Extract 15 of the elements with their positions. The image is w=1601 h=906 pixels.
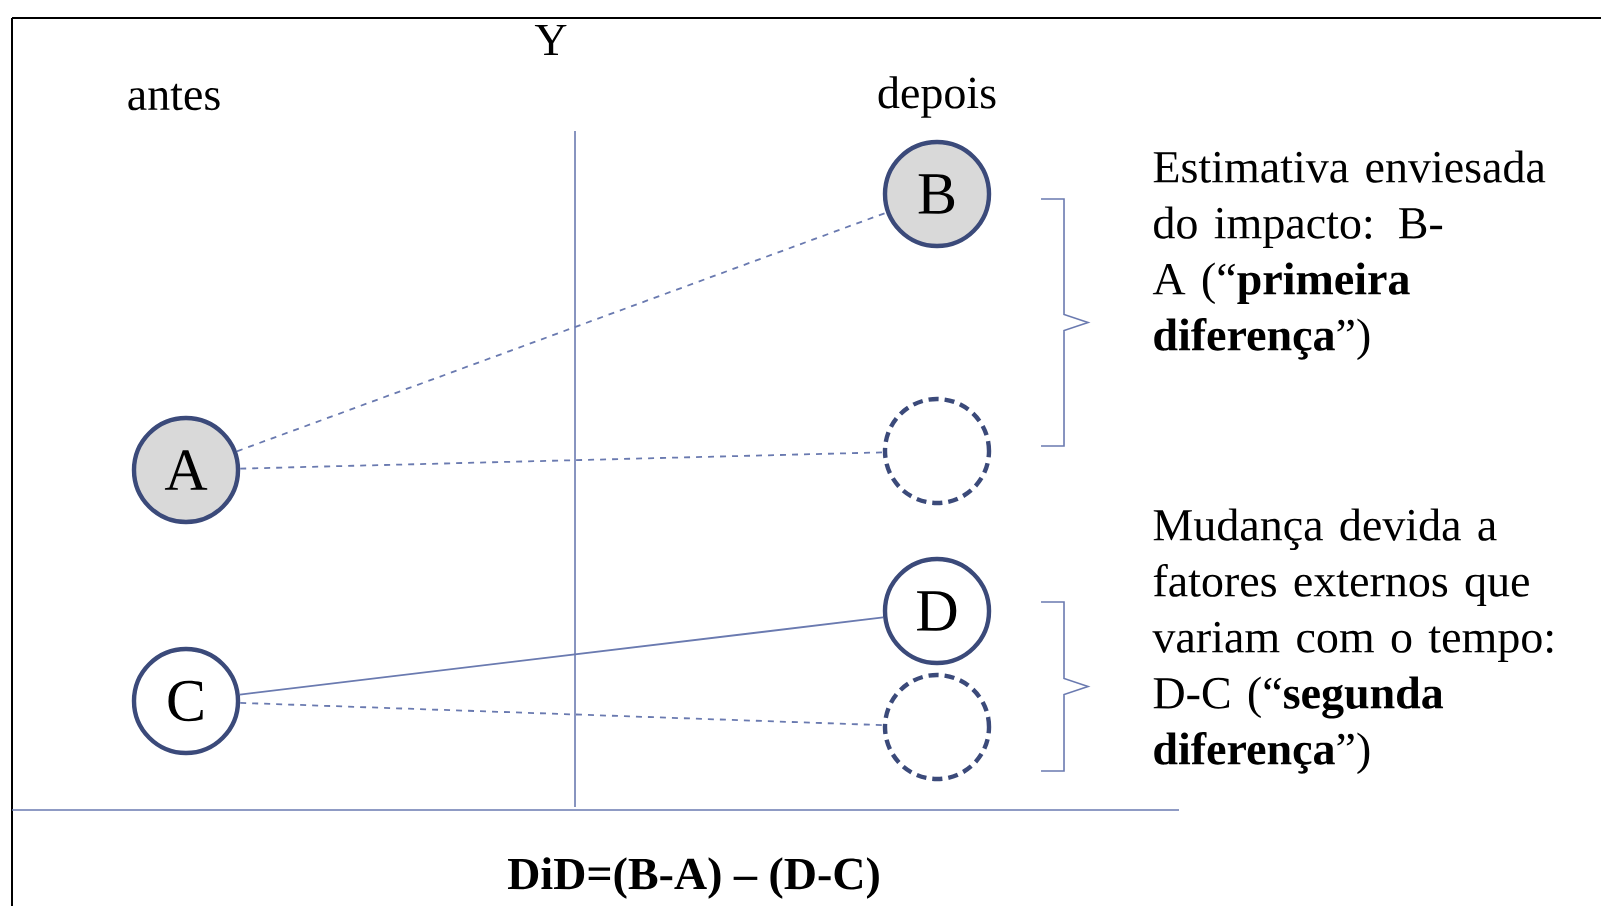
connector-line <box>239 451 884 470</box>
circle-node <box>882 672 992 782</box>
circle-node: A <box>131 415 241 525</box>
annotation-text: Estimativa enviesada do impacto: B-A (“primeira diferença”) <box>1152 150 1546 361</box>
connector-line <box>236 211 888 453</box>
formula-text: DiD=(B-A) – (D-C) <box>508 857 879 899</box>
connector-line <box>238 616 885 696</box>
circle-node: D <box>882 556 992 666</box>
circle-node: B <box>882 139 992 249</box>
circle-node <box>882 396 992 506</box>
connector-line <box>239 702 884 727</box>
period-label: antes <box>128 83 220 111</box>
axis-label: Y <box>534 24 567 56</box>
circle-node: C <box>131 646 241 756</box>
annotation-text: Mudança devida a fatores externos que variam com o tempo: D-C (“segunda diferença”) <box>1152 508 1553 775</box>
